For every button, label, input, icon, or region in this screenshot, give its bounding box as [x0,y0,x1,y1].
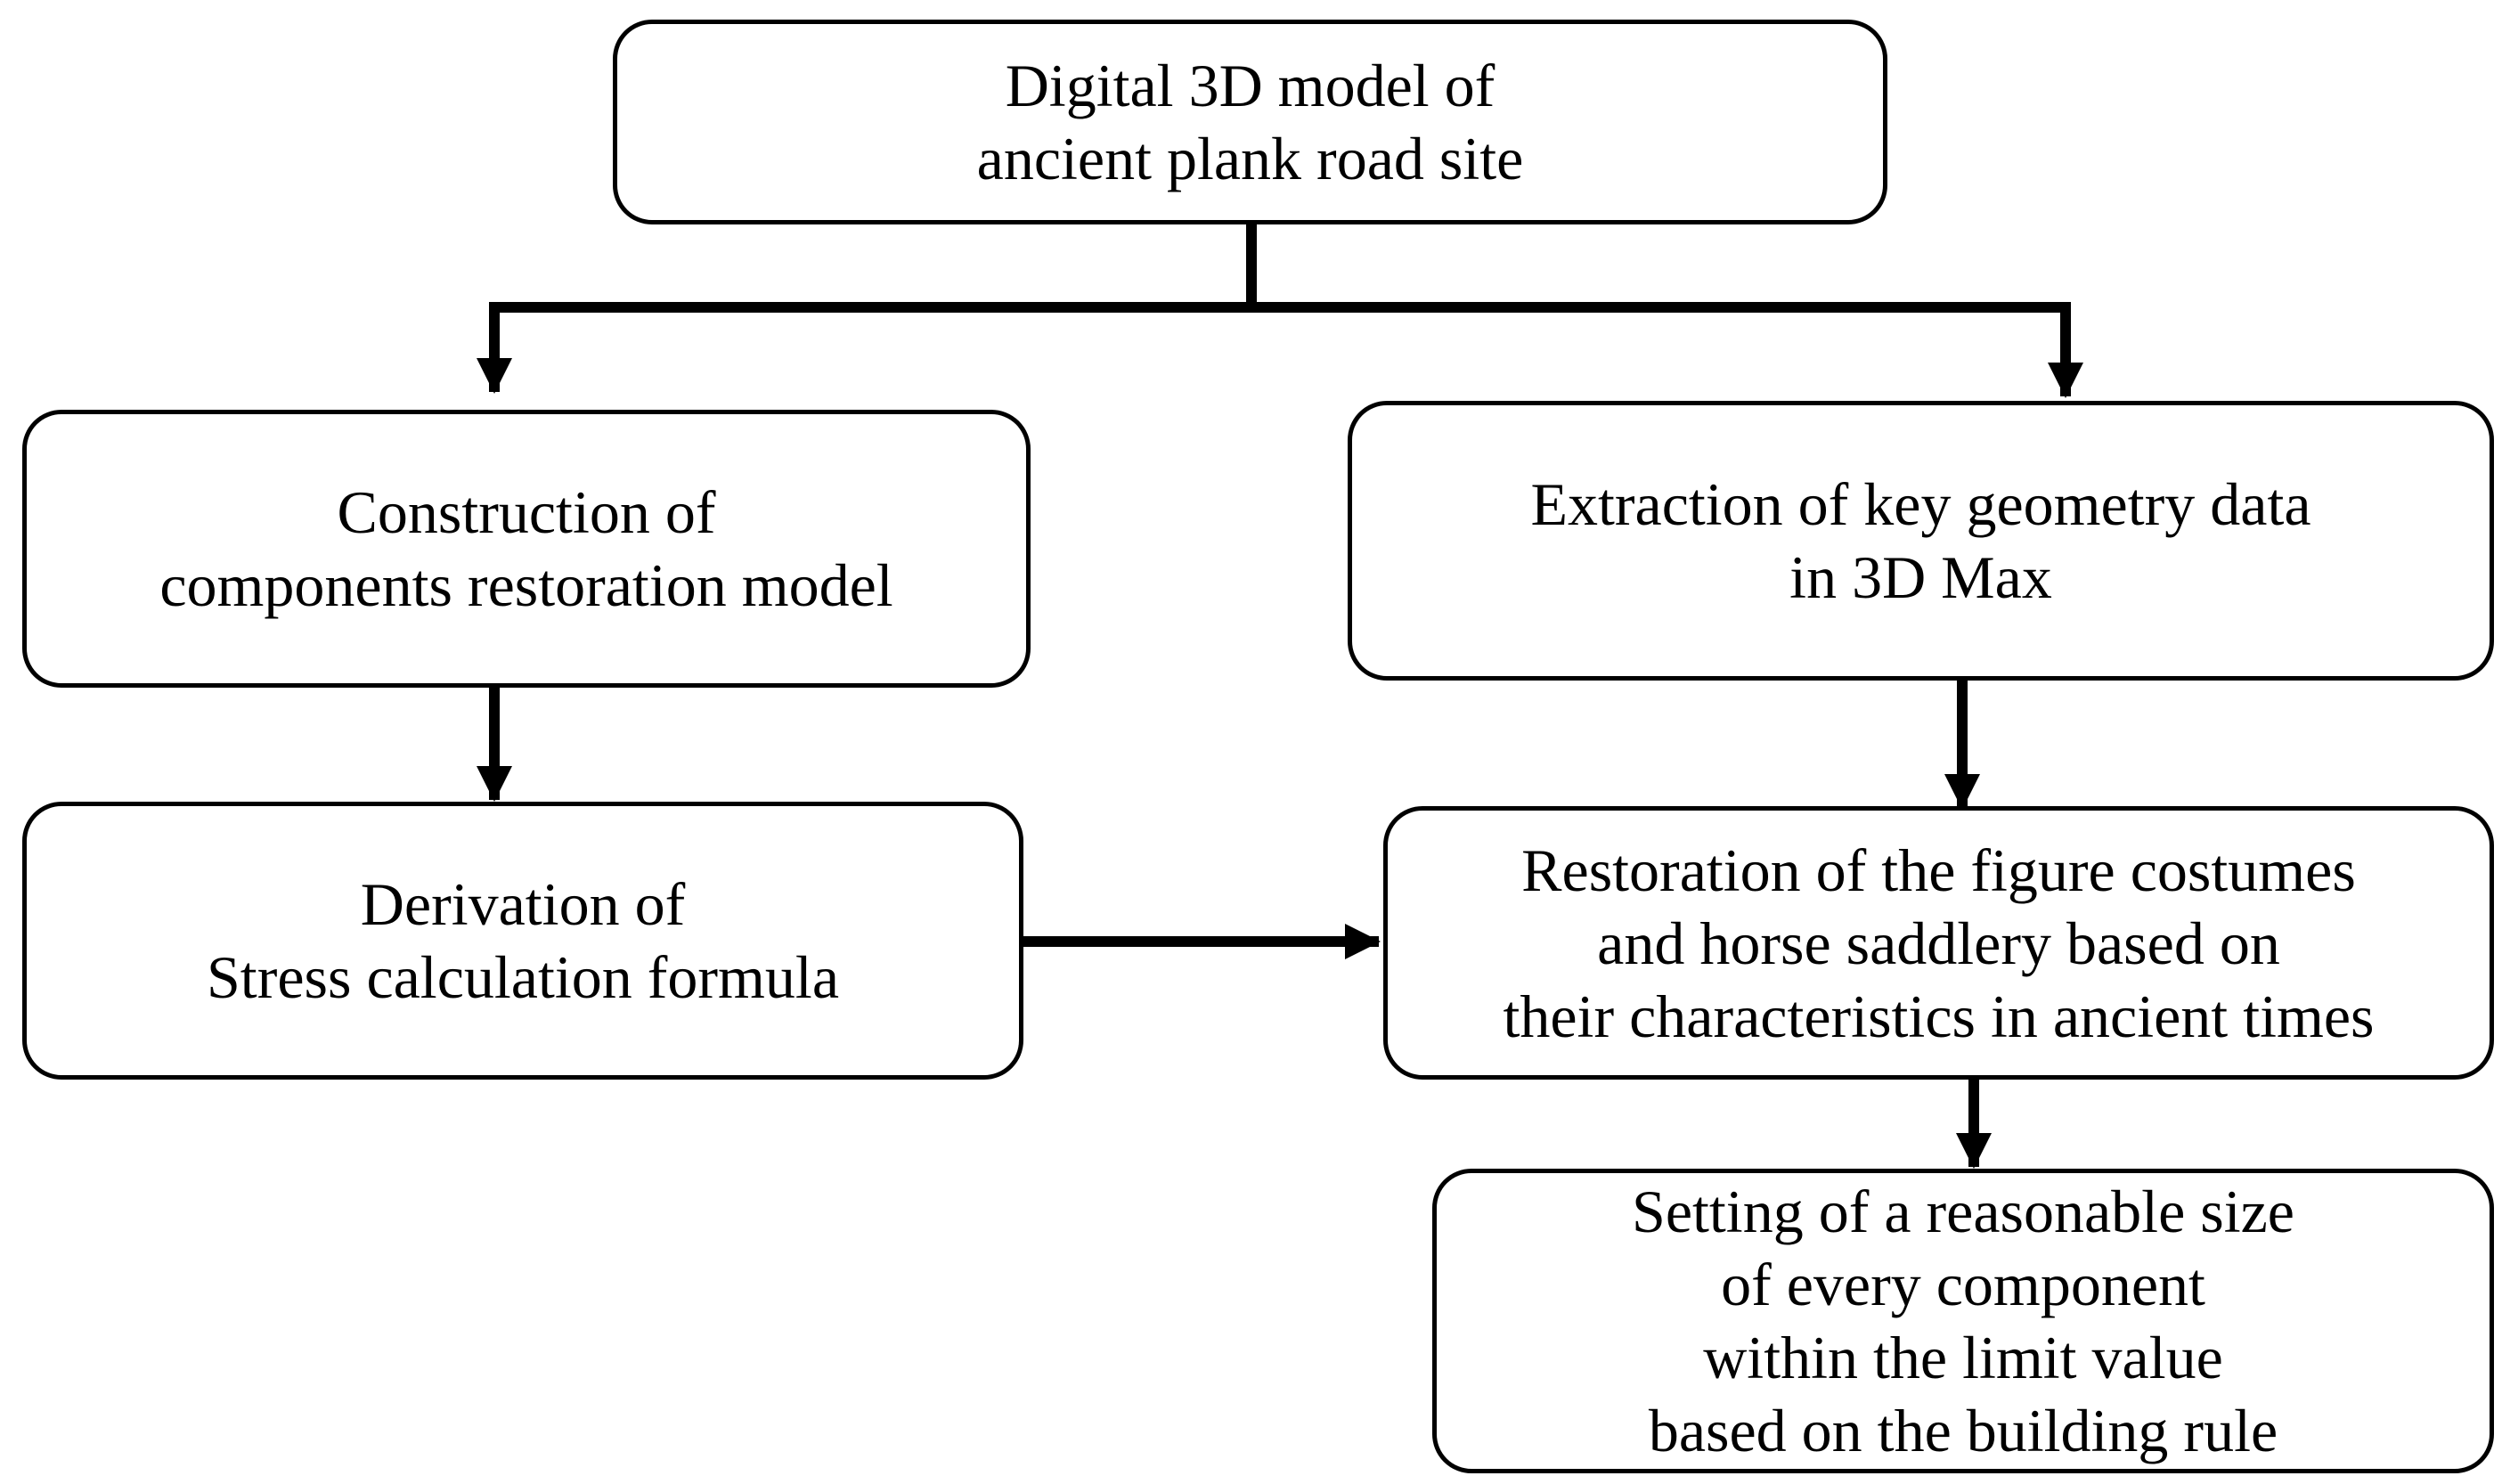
node-label-line: Stress calculation formula [206,943,839,1011]
node-construction-restoration-model: Construction of components restoration m… [22,410,1031,688]
node-setting-component-size: Setting of a reasonable size of every co… [1432,1169,2494,1473]
node-label-line: components restoration model [159,551,893,619]
node-label-line: and horse saddlery based on [1597,909,2280,977]
node-label-line: of every component [1721,1251,2205,1318]
node-extraction-geometry-data: Extraction of key geometry data in 3D Ma… [1348,401,2494,681]
node-label-line: Derivation of [360,870,686,938]
node-label-line: ancient plank road site [976,125,1524,192]
node-label-line: Restoration of the figure costumes [1521,836,2356,904]
node-label-line: Extraction of key geometry data [1530,470,2311,538]
node-label-line: in 3D Max [1789,543,2052,611]
node-label-line: Setting of a reasonable size [1632,1178,2294,1245]
node-restoration-costumes-saddlery: Restoration of the figure costumes and h… [1383,806,2494,1080]
node-derivation-stress-formula: Derivation of Stress calculation formula [22,802,1023,1080]
node-label-line: Digital 3D model of [1005,52,1495,119]
node-label-line: within the limit value [1703,1324,2223,1391]
node-label-line: based on the building rule [1648,1397,2278,1464]
node-digital-3d-model: Digital 3D model of ancient plank road s… [613,20,1887,224]
node-label-line: Construction of [337,478,716,546]
node-label-line: their characteristics in ancient times [1503,982,2375,1050]
